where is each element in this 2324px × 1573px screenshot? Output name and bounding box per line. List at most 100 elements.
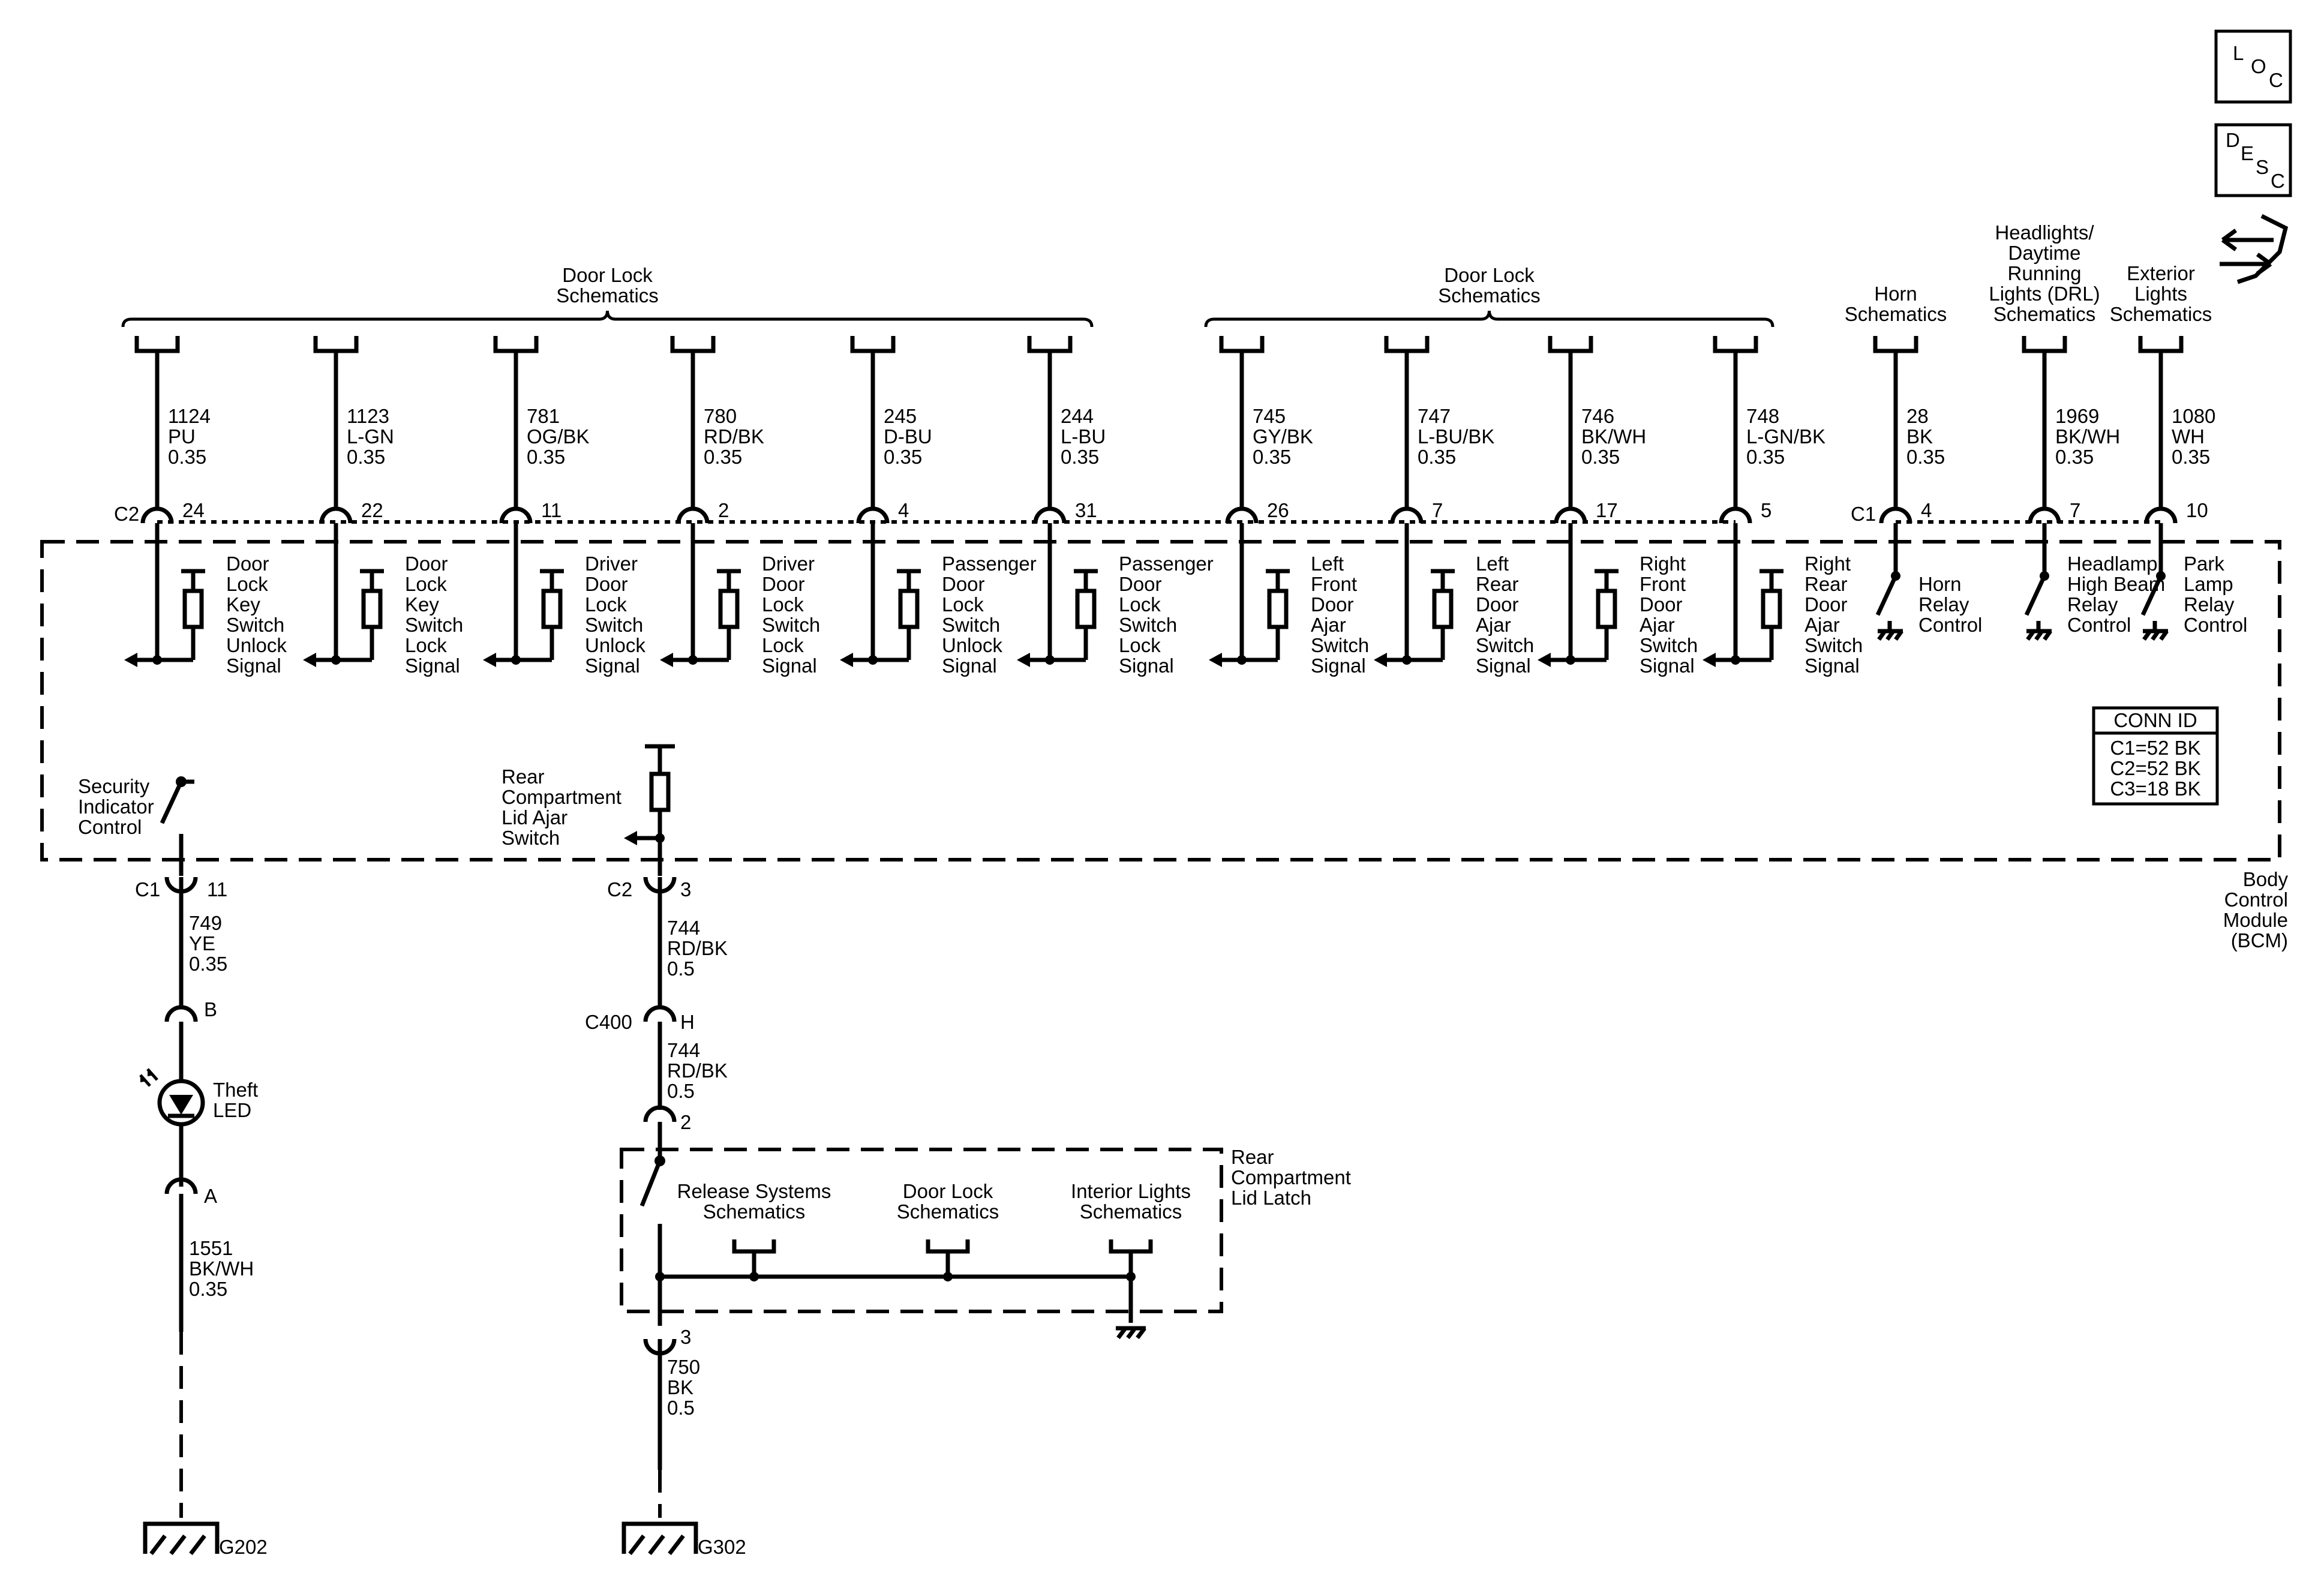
schematic-ref-label: Schematics <box>1993 303 2096 325</box>
schematic-ref-label: Schematics <box>1845 303 1947 325</box>
svg-text:Body: Body <box>2243 868 2289 890</box>
conn-id-row: C3=18 BK <box>2110 778 2200 800</box>
location-view-button[interactable]: L O C <box>2214 29 2292 104</box>
svg-text:RD/BK: RD/BK <box>667 1059 728 1082</box>
ref-terminal <box>850 336 896 353</box>
svg-text:B: B <box>204 998 217 1020</box>
description-view-button[interactable]: D E S C <box>2214 123 2292 197</box>
svg-text:A: A <box>204 1185 217 1207</box>
group-ref-label: Door Lock <box>562 264 653 286</box>
pullup-resistor-icon <box>1267 589 1289 629</box>
theft-led-circuit: Security Indicator Control C1 11 749 YE … <box>78 775 268 1558</box>
svg-text:Schematics: Schematics <box>703 1200 806 1223</box>
svg-text:Release Systems: Release Systems <box>677 1180 831 1202</box>
circuit-781: 781OG/BK0.3511DriverDoorLockSwitchUnlock… <box>483 336 645 677</box>
security-func-label: Security <box>78 775 150 797</box>
signal-arrow-icon <box>1017 653 1030 667</box>
svg-text:C1: C1 <box>135 878 160 900</box>
ref-terminal <box>1713 336 1758 353</box>
connector-terminal <box>1390 506 1424 524</box>
svg-text:Module: Module <box>2223 909 2288 931</box>
wire-label: 0.35 <box>704 446 742 468</box>
signal-arrow-icon <box>124 653 137 667</box>
function-label: Driver <box>762 553 815 575</box>
function-label: Park <box>2184 553 2224 575</box>
function-label: Lock <box>585 593 627 616</box>
svg-text:BK/WH: BK/WH <box>189 1257 254 1280</box>
pin-number: 26 <box>1267 499 1289 521</box>
connector-terminal <box>1033 506 1067 524</box>
function-label: Door <box>405 553 448 575</box>
wire-label: 0.35 <box>1061 446 1099 468</box>
ref-terminal <box>1548 336 1593 353</box>
function-label: Unlock <box>226 634 287 656</box>
function-label: Lock <box>1119 634 1161 656</box>
svg-text:C400: C400 <box>585 1011 632 1033</box>
pin-number: 7 <box>2070 499 2080 521</box>
wire-label: BK <box>1906 425 1933 448</box>
function-label: Left <box>1311 553 1344 575</box>
function-label: Control <box>2067 614 2131 636</box>
ref-terminal <box>134 336 180 353</box>
ground-label: G302 <box>698 1536 746 1558</box>
wire-1551-label: 1551 <box>189 1237 233 1259</box>
latch-label: Rear <box>1231 1146 1274 1168</box>
pullup-resistor-icon <box>361 589 383 629</box>
connector-navigation-icon[interactable] <box>2220 214 2289 284</box>
loc-letter-c: C <box>2269 69 2283 91</box>
function-label: Driver <box>585 553 638 575</box>
wire-label: GY/BK <box>1253 425 1313 448</box>
circuit-746: 746BK/WH0.3517RightFrontDoorAjarSwitchSi… <box>1538 336 1698 677</box>
latch-ref-doorlock: Door Lock Schematics <box>897 1180 999 1281</box>
function-label: Door <box>1311 593 1354 616</box>
function-label: Ajar <box>1311 614 1346 636</box>
wire-label: 245 <box>884 405 917 427</box>
function-label: Door <box>585 573 628 595</box>
schematic-ref-label: Lights <box>2134 283 2187 305</box>
circuit-1124: 1124PU0.3524DoorLockKeySwitchUnlockSigna… <box>124 336 287 677</box>
rear-func-label: Rear <box>502 766 545 788</box>
ground-icon <box>1877 629 1903 641</box>
wire-label: 244 <box>1061 405 1094 427</box>
svg-text:C2: C2 <box>607 878 632 900</box>
connector-terminal <box>676 506 710 524</box>
connector-c1-label: C1 <box>1851 503 1876 525</box>
wire-label: 0.35 <box>2172 446 2210 468</box>
conn-id-table: CONN ID C1=52 BK C2=52 BK C3=18 BK <box>2092 706 2219 806</box>
connector-terminal <box>140 506 174 524</box>
rear-compartment-circuit: Rear Compartment Lid Ajar Switch C2 3 74… <box>502 744 1351 1558</box>
connector-terminal <box>1879 506 1912 524</box>
wire-label: 0.35 <box>1418 446 1456 468</box>
group-ref-label: Door Lock <box>1444 264 1535 286</box>
function-label: Door <box>942 573 985 595</box>
ground-label: G202 <box>219 1536 268 1558</box>
function-label: Rear <box>1804 573 1848 595</box>
desc-letter-s: S <box>2256 156 2269 178</box>
desc-letter-c: C <box>2271 170 2285 192</box>
function-label: Switch <box>226 614 284 636</box>
ref-terminal <box>1027 336 1073 353</box>
wire-label: BK/WH <box>1581 425 1646 448</box>
schematic-ref-label: Running <box>2008 262 2082 284</box>
latch-connector-terminal <box>643 1105 677 1122</box>
relay-switch-icon <box>1875 575 1898 616</box>
wire-label: 746 <box>1581 405 1614 427</box>
svg-text:0.5: 0.5 <box>667 1397 695 1419</box>
group-ref-label: Schematics <box>1438 284 1541 307</box>
ref-terminal <box>493 336 539 353</box>
function-label: Signal <box>1804 655 1860 677</box>
pin-number: 4 <box>898 499 909 521</box>
ref-terminal <box>670 336 716 353</box>
theft-led-label: Theft <box>213 1079 258 1101</box>
rear-lid-ajar-switch-resistor <box>649 772 671 812</box>
wire-label: 1123 <box>347 405 389 427</box>
function-label: Relay <box>1918 593 1969 616</box>
function-label: Switch <box>942 614 1000 636</box>
circuit-780: 780RD/BK0.352DriverDoorLockSwitchLockSig… <box>660 336 820 677</box>
function-label: Lock <box>405 573 447 595</box>
signal-arrow-icon <box>660 653 673 667</box>
schematic-ref-label: Lights (DRL) <box>1989 283 2100 305</box>
signal-arrow-icon <box>840 653 853 667</box>
schematic-ref-label: Exterior <box>2127 262 2195 284</box>
